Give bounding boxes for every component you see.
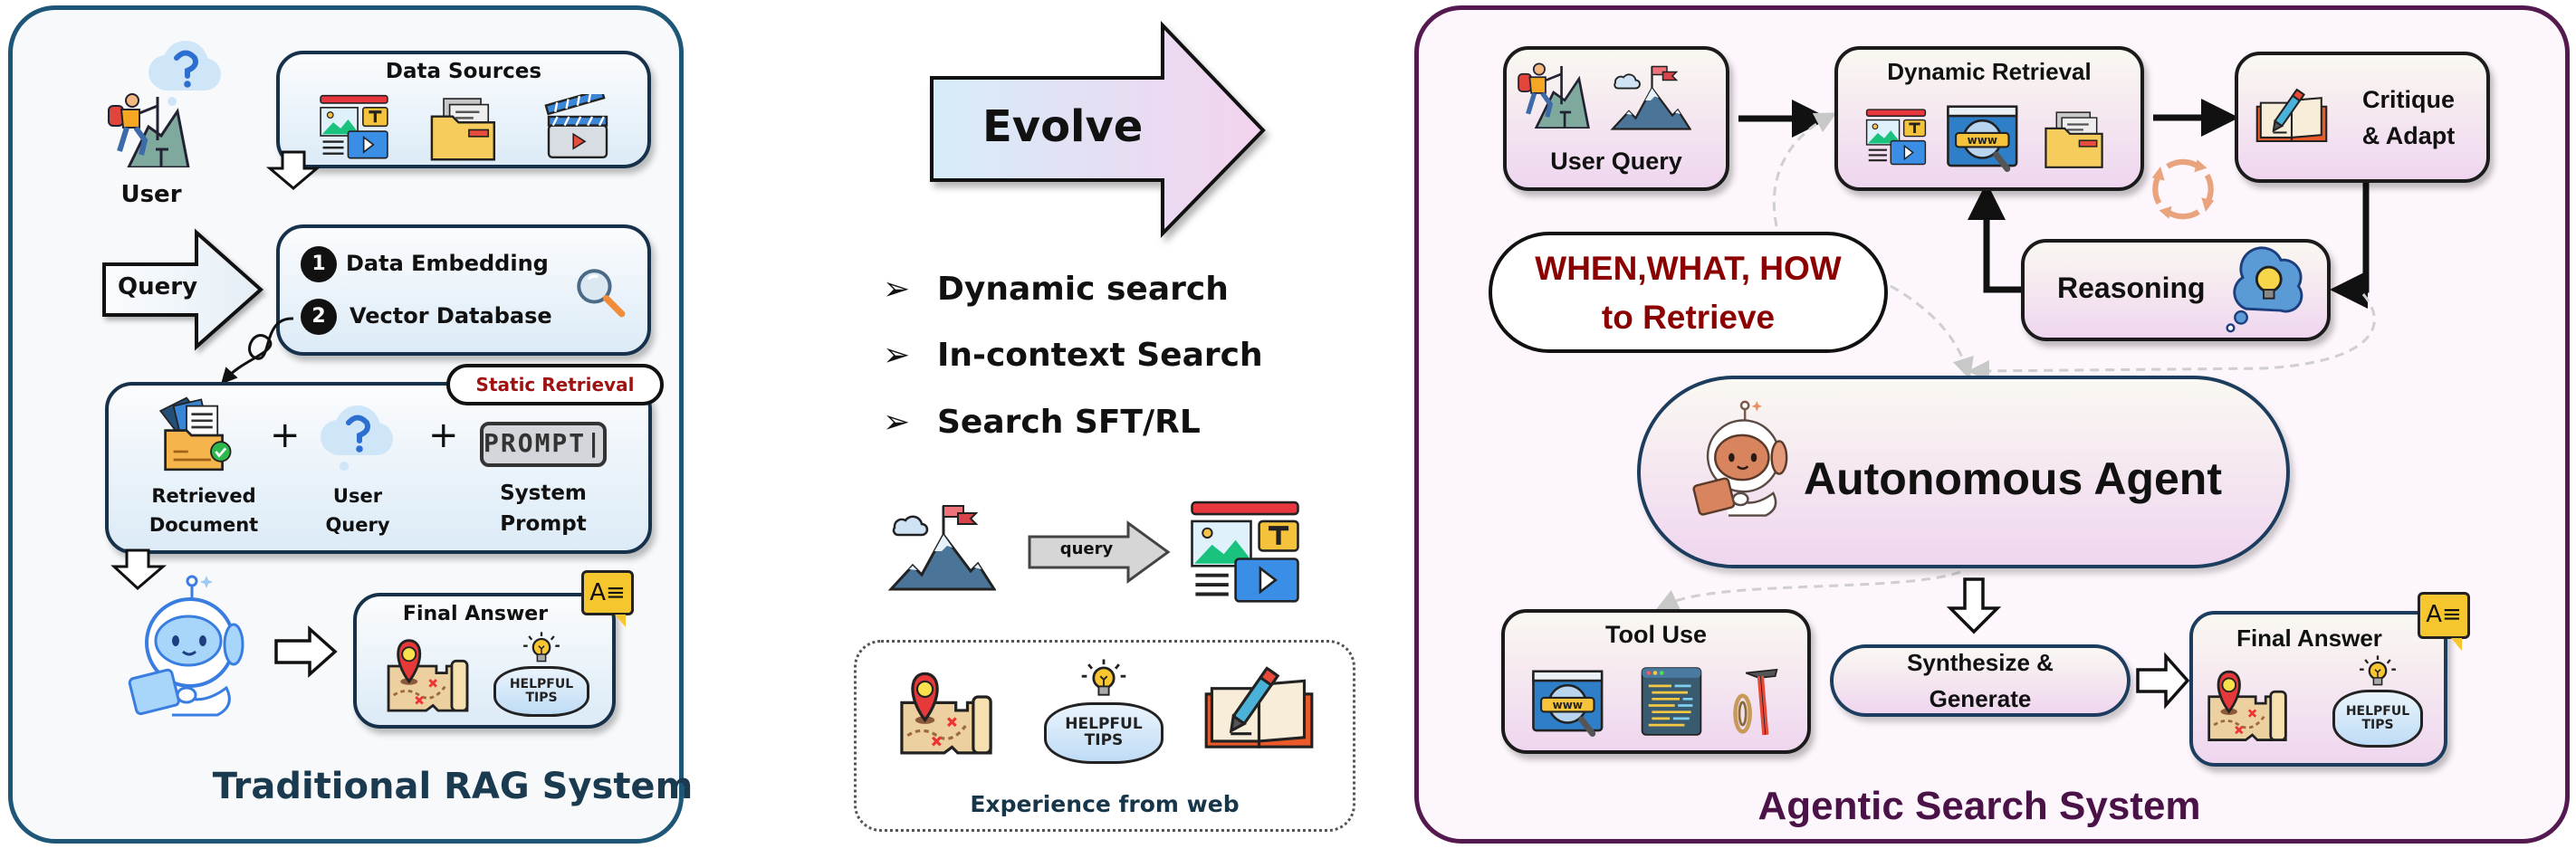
helpful-tips-icon: HELPFUL TIPS: [1044, 657, 1164, 764]
treasure-map-icon: [2206, 659, 2289, 749]
cycle-arrows-icon: [2148, 149, 2218, 229]
label-line: to Retrieve: [1601, 299, 1776, 336]
label-line: User: [332, 485, 383, 507]
answer-badge-icon: A≡: [2418, 592, 2470, 651]
plus-sign: +: [428, 415, 459, 456]
bullet-text: Search SFT/RL: [937, 404, 1201, 441]
label-line: Synthesize &: [1907, 649, 2054, 676]
final-answer-title: Final Answer: [402, 603, 549, 625]
lightbulb-icon: [1078, 657, 1129, 701]
clapperboard-icon: [541, 94, 614, 161]
when-what-how-box: [1489, 232, 1888, 353]
answer-badge-icon: A≡: [581, 570, 634, 627]
thought-bulb-icon: [2220, 246, 2307, 337]
user-label: User: [120, 181, 182, 208]
tool-use-title: Tool Use: [1604, 621, 1707, 648]
magnifier-icon: [570, 262, 630, 322]
query-arrow-label: query: [1059, 539, 1114, 558]
plus-sign: +: [270, 415, 301, 456]
helpful-tips-icon: HELPFUL TIPS: [493, 630, 589, 717]
dynamic-retrieval-title: Dynamic Retrieval: [1887, 58, 2092, 85]
label-line: Prompt: [500, 512, 587, 536]
step-label-vector-database: Vector Database: [350, 303, 552, 329]
prompt-icon: PROMPT|: [480, 422, 607, 467]
static-retrieval-tag: Static Retrieval: [446, 364, 664, 405]
open-book-pen-icon: [2255, 80, 2329, 152]
query-arrow-label: Query: [118, 273, 198, 300]
right-block-arrow: [2136, 652, 2190, 710]
tips-bubble: HELPFUL TIPS: [1044, 701, 1164, 764]
rope-ice-axe-icon: [1731, 664, 1780, 739]
down-arrow-icon: [110, 548, 168, 591]
label-line: Document: [148, 514, 259, 536]
media-window-icon: [1186, 500, 1304, 606]
user-query-label: User Query: [1550, 148, 1682, 175]
document-folder-icon: [154, 395, 235, 476]
question-cloud-icon: [308, 396, 398, 478]
down-block-arrow: [1946, 577, 2002, 634]
media-window-icon: [317, 94, 391, 161]
bullet-arrow-icon: ➢: [883, 337, 911, 374]
experience-label: Experience from web: [970, 791, 1240, 817]
agentic-system-title: Agentic Search System: [1757, 784, 2201, 828]
when-what-how-label: WHEN,WHAT, HOW to Retrieve: [1489, 244, 1888, 342]
bullet-item: ➢ In-context Search: [883, 337, 1263, 374]
folder-icon: [2042, 102, 2109, 175]
bullet-arrow-icon: ➢: [883, 404, 911, 441]
mountain-flag-icon: [1610, 62, 1691, 134]
synthesize-generate-pill: [1830, 644, 2131, 717]
step-label-data-embedding: Data Embedding: [346, 251, 549, 276]
label-line: & Adapt: [2361, 122, 2456, 149]
label-line: Generate: [1929, 685, 2032, 712]
query-block-arrow: [102, 228, 264, 351]
label-line: Query: [325, 514, 390, 536]
autonomous-agent-label: Autonomous Agent: [1804, 453, 2222, 504]
tips-bubble: HELPFUL TIPS: [2332, 689, 2423, 748]
critique-label: Critique & Adapt: [2341, 81, 2476, 154]
label-line: System: [500, 481, 587, 505]
evolve-label: Evolve: [982, 101, 1144, 152]
curly-arrow: [220, 317, 294, 385]
robot-icon: [1691, 387, 1796, 528]
step-number: 1: [301, 246, 337, 282]
helpful-tips-icon: HELPFUL TIPS: [2332, 653, 2423, 748]
climber-icon: [1512, 56, 1592, 129]
experience-box: [854, 640, 1355, 832]
tips-bubble: HELPFUL TIPS: [493, 666, 589, 717]
label-line: Retrieved: [151, 485, 256, 507]
lightbulb-icon: [521, 630, 562, 666]
label-line: Critique: [2361, 86, 2455, 113]
code-window-icon: [1639, 664, 1704, 739]
mountain-flag-icon: [887, 502, 996, 593]
query-gray-arrow: [1028, 520, 1171, 584]
rag-system-title: Traditional RAG System: [212, 766, 694, 807]
reasoning-label: Reasoning: [2057, 272, 2206, 304]
bullet-item: ➢ Dynamic search: [883, 271, 1229, 308]
lightbulb-icon: [2357, 653, 2399, 690]
open-book-pen-icon: [1202, 665, 1316, 751]
climber-icon: [101, 86, 192, 167]
down-arrow-icon: [265, 150, 321, 190]
robot-icon: [127, 572, 254, 717]
treasure-map-icon: [896, 668, 996, 755]
step-number: 2: [301, 299, 337, 335]
media-window-icon: [1863, 102, 1929, 173]
right-block-arrow: [274, 625, 338, 678]
bullet-arrow-icon: ➢: [883, 271, 911, 308]
evolve-block-arrow: [930, 21, 1266, 238]
final-answer-title: Final Answer: [2236, 624, 2382, 652]
synthesize-generate-label: Synthesize & Generate: [1830, 644, 2131, 717]
data-sources-title: Data Sources: [385, 60, 542, 83]
folder-icon: [427, 94, 502, 161]
bullet-item: ➢ Search SFT/RL: [883, 404, 1201, 441]
label-line: WHEN,WHAT, HOW: [1535, 250, 1842, 287]
treasure-map-icon: [385, 635, 471, 712]
www-search-icon: [1530, 666, 1608, 740]
www-search-icon: [1945, 102, 2023, 175]
bullet-text: In-context Search: [937, 337, 1263, 374]
bullet-text: Dynamic search: [937, 271, 1229, 308]
